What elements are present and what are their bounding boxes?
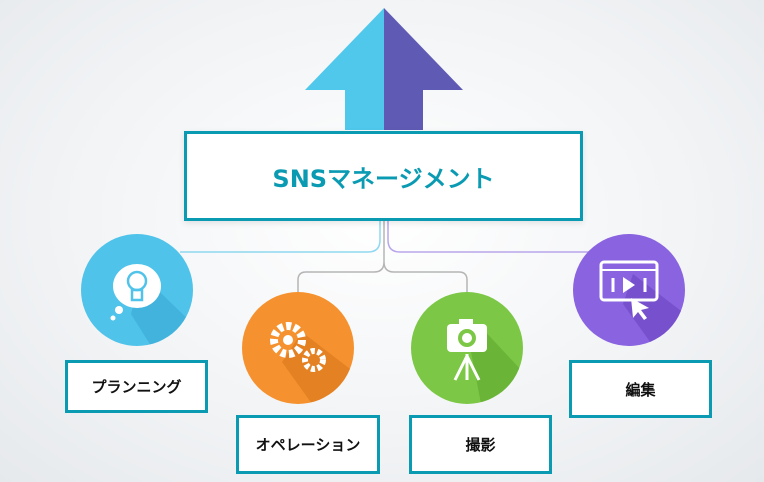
editing-circle [573, 234, 685, 346]
shooting-circle [411, 292, 523, 404]
connector-editing [387, 218, 590, 253]
connector-planning [180, 218, 381, 253]
planning-circle [81, 234, 193, 346]
editing-label: 編集 [569, 360, 712, 418]
shooting-label: 撮影 [409, 415, 552, 474]
connector-operation-shooting [297, 218, 468, 295]
gears-icon [270, 322, 354, 404]
planning-label: プランニング [65, 360, 208, 413]
up-arrow [305, 8, 463, 130]
lightbulb-icon [110, 264, 193, 346]
camera-icon [447, 319, 523, 404]
operation-circle [242, 292, 354, 404]
main-title-box: SNSマネージメント [184, 131, 583, 221]
operation-label: オペレーション [236, 415, 380, 474]
video-player-icon [599, 260, 685, 346]
